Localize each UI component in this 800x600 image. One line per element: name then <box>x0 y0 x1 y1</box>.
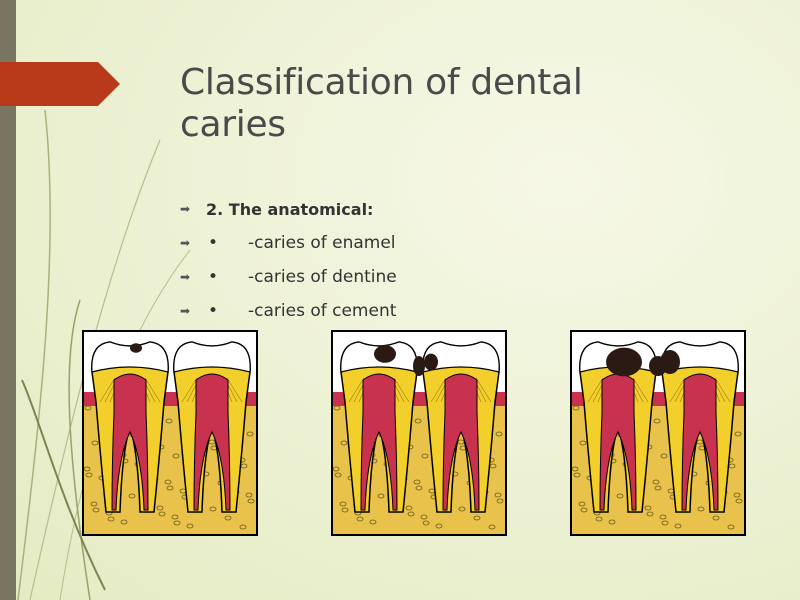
dot-marker: • <box>208 301 219 321</box>
bullet-text: -caries of cement <box>248 301 397 321</box>
dot-marker: • <box>208 267 219 287</box>
arrow-bullet-icon: ➡ <box>180 270 191 284</box>
bullet-item: ➡ • -caries of enamel <box>180 226 600 260</box>
dentine-caries-illustration <box>331 330 507 536</box>
bullet-item: ➡ 2. The anatomical: <box>180 192 600 226</box>
bullet-text: -caries of dentine <box>248 267 397 287</box>
deep-caries-illustration <box>570 330 746 536</box>
title-accent-arrow <box>0 62 120 106</box>
bullet-item: ➡ • -caries of cement <box>180 294 600 328</box>
bullet-text: -caries of enamel <box>248 233 396 253</box>
enamel-caries-illustration <box>82 330 258 536</box>
bullet-list: ➡ 2. The anatomical: ➡ • -caries of enam… <box>180 192 600 328</box>
bullet-text: 2. The anatomical: <box>206 199 374 219</box>
arrow-bullet-icon: ➡ <box>180 304 191 318</box>
left-decorative-bar <box>0 0 16 600</box>
arrow-bullet-icon: ➡ <box>180 202 191 216</box>
bullet-item: ➡ • -caries of dentine <box>180 260 600 294</box>
slide-title: Classification of dental caries <box>180 62 583 145</box>
arrow-bullet-icon: ➡ <box>180 236 191 250</box>
dot-marker: • <box>208 233 219 253</box>
